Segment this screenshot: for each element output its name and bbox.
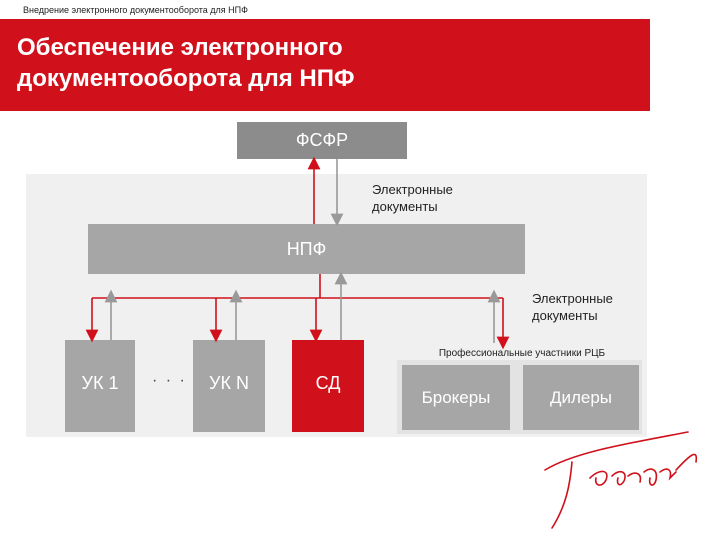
sd-box: СД <box>292 340 364 432</box>
dealers-box: Дилеры <box>523 365 639 430</box>
docs-label-top-line2: документы <box>372 199 438 214</box>
title-line-1: Обеспечение электронного <box>17 34 343 61</box>
slide-title: Обеспечение электронного документооборот… <box>17 32 637 94</box>
docs-label-bottom-line2: документы <box>532 308 598 323</box>
slide-caption: Внедрение электронного документооборота … <box>23 5 248 15</box>
title-banner <box>0 19 650 111</box>
ukn-box: УК N <box>193 340 265 432</box>
docs-label-bottom-line1: Электронные <box>532 291 613 306</box>
docs-label-bottom: Электронные документы <box>532 290 613 324</box>
title-line-2: документооборота для НПФ <box>17 65 355 92</box>
docs-label-top: Электронные документы <box>372 181 453 215</box>
ellipsis: · · · <box>152 372 187 389</box>
fsfr-box: ФСФР <box>237 122 407 159</box>
npf-box: НПФ <box>88 224 525 274</box>
garant-signature-logo <box>544 431 698 529</box>
docs-label-top-line1: Электронные <box>372 182 453 197</box>
brokers-box: Брокеры <box>402 365 510 430</box>
rcb-group-label: Профессиональные участники РЦБ <box>438 348 606 359</box>
uk1-box: УК 1 <box>65 340 135 432</box>
